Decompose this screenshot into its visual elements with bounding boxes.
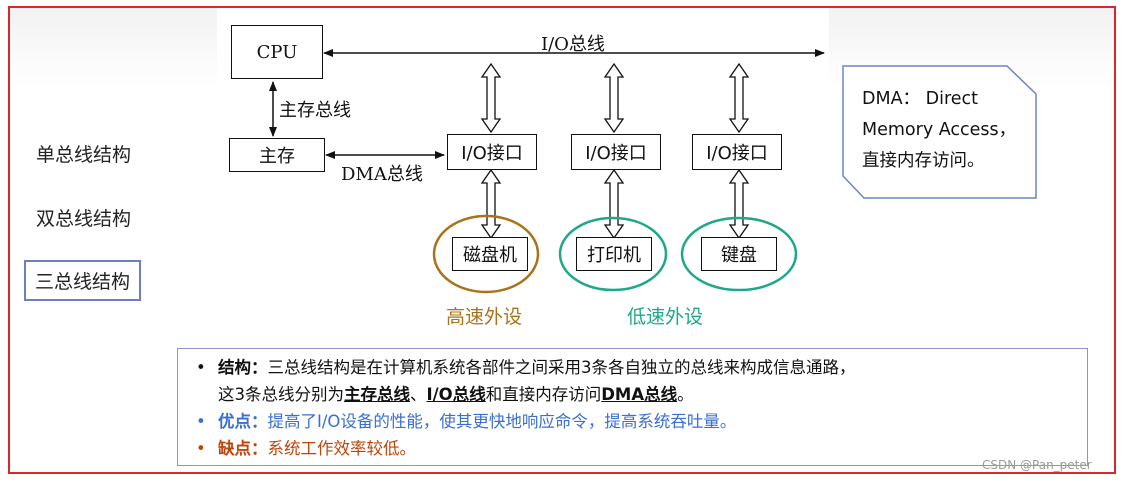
disadvantage-title: 缺点： bbox=[218, 439, 268, 458]
io-interface-box-2: I/O接口 bbox=[571, 134, 661, 170]
cpu-box: CPU bbox=[231, 25, 323, 79]
sidebar-item-triple-bus[interactable]: 三总线结构 bbox=[24, 260, 142, 301]
watermark: CSDN @Pan_peter bbox=[982, 458, 1092, 472]
advantage-title: 优点： bbox=[218, 412, 268, 431]
keyboard-box: 键盘 bbox=[701, 237, 777, 271]
bullet-icon: • bbox=[196, 439, 206, 458]
dma-note-line-2: Memory Access， bbox=[862, 120, 1017, 140]
low-speed-ellipse-2 bbox=[680, 216, 798, 292]
double-arrow-icon bbox=[603, 168, 625, 240]
advantage-line: • 优点：提高了I/O设备的性能，使其更快地响应命令，提高系统吞吐量。 bbox=[192, 408, 1077, 435]
description-box: • 结构：三总线结构是在计算机系统各部件之间采用3条各自独立的总线来构成信息通路… bbox=[177, 348, 1088, 466]
separator: 、 bbox=[410, 385, 427, 404]
io-interface-box-1: I/O接口 bbox=[447, 134, 537, 170]
high-speed-ellipse bbox=[432, 214, 540, 294]
io-bus-term: I/O总线 bbox=[426, 385, 486, 404]
main-memory-box: 主存 bbox=[229, 138, 325, 172]
structure-text-2a: 这3条总线分别为 bbox=[218, 385, 344, 404]
structure-line-2: 这3条总线分别为主存总线、I/O总线和直接内存访问DMA总线。 bbox=[192, 381, 1077, 408]
bullet-icon: • bbox=[196, 412, 206, 431]
disadvantage-text: 系统工作效率较低。 bbox=[267, 439, 417, 458]
advantage-text: 提高了I/O设备的性能，使其更快地响应命令，提高系统吞吐量。 bbox=[267, 412, 737, 431]
sidebar-item-dual-bus[interactable]: 双总线结构 bbox=[36, 208, 132, 230]
double-arrow-icon bbox=[480, 168, 502, 240]
structure-text-2b: 和直接内存访问 bbox=[485, 385, 602, 404]
dma-bus-label: DMA总线 bbox=[341, 164, 423, 185]
structure-line-1: • 结构：三总线结构是在计算机系统各部件之间采用3条各自独立的总线来构成信息通路… bbox=[192, 354, 1077, 381]
io-interface-box-3: I/O接口 bbox=[692, 134, 782, 170]
bullet-icon: • bbox=[196, 358, 206, 377]
double-arrow-icon bbox=[480, 62, 502, 134]
structure-text-1: 三总线结构是在计算机系统各部件之间采用3条各自独立的总线来构成信息通路， bbox=[267, 358, 856, 377]
main-memory-bus-label: 主存总线 bbox=[279, 100, 351, 121]
printer-box: 打印机 bbox=[576, 237, 652, 271]
structure-end: 。 bbox=[677, 385, 694, 404]
disadvantage-line: • 缺点：系统工作效率较低。 bbox=[192, 435, 1077, 462]
dma-bus-term: DMA总线 bbox=[601, 385, 678, 404]
dma-note: DMA： Direct Memory Access， 直接内存访问。 bbox=[862, 84, 1022, 177]
note-box bbox=[842, 65, 1037, 199]
io-bus-label: I/O总线 bbox=[541, 34, 605, 55]
double-arrow-icon bbox=[728, 62, 750, 134]
dma-note-line-3: 直接内存访问。 bbox=[862, 151, 985, 171]
dma-note-line-1: DMA： Direct bbox=[862, 89, 979, 109]
high-speed-label: 高速外设 bbox=[446, 306, 523, 328]
low-speed-label: 低速外设 bbox=[627, 306, 704, 328]
structure-title: 结构： bbox=[218, 358, 268, 377]
low-speed-ellipse-1 bbox=[558, 216, 668, 292]
sidebar-item-single-bus[interactable]: 单总线结构 bbox=[36, 144, 132, 166]
main-memory-bus-term: 主存总线 bbox=[344, 385, 410, 404]
double-arrow-icon bbox=[728, 168, 750, 240]
double-arrow-icon bbox=[603, 62, 625, 134]
disk-drive-box: 磁盘机 bbox=[452, 237, 528, 271]
